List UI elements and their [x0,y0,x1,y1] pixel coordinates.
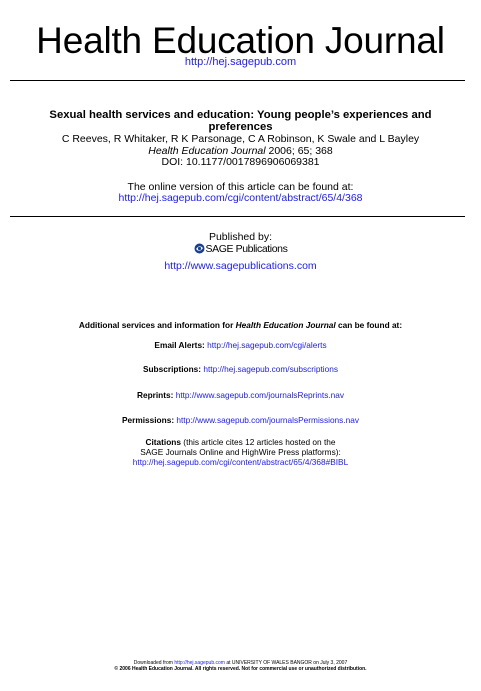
permissions-row: Permissions: http://www.sagepub.com/jour… [0,415,481,425]
subscriptions-link[interactable]: http://hej.sagepub.com/subscriptions [203,364,339,374]
citations-link[interactable]: http://hej.sagepub.com/cgi/content/abstr… [132,457,349,467]
download-source-link[interactable]: http://hej.sagepub.com [174,660,225,666]
citations-label: Citations [145,437,182,447]
email-alerts-link[interactable]: http://hej.sagepub.com/cgi/alerts [207,340,327,350]
publisher-name-row: SAGE Publications [0,243,481,255]
article-doi: DOI: 10.1177/0017896906069381 [161,156,320,168]
citations-text-line2: SAGE Journals Online and HighWire Press … [140,447,341,457]
article-title-line1: Sexual health services and education: Yo… [49,109,432,121]
services-heading-prefix: Additional services and information for [78,320,236,330]
online-version-label: The online version of this article can b… [127,181,354,193]
permissions-link[interactable]: http://www.sagepub.com/journalsPermissio… [176,415,360,425]
download-notice: Downloaded from http://hej.sagepub.com a… [0,660,481,666]
reprints-row: Reprints: http://www.sagepub.com/journal… [0,390,481,400]
publisher-link[interactable]: http://www.sagepublications.com [164,260,317,272]
citations-text-line1: (this article cites 12 articles hosted o… [181,437,336,447]
services-heading-suffix: can be found at: [335,320,403,330]
download-suffix: at UNIVERSITY OF WALES BANGOR on July 3,… [224,660,348,666]
sage-logo-icon [194,243,206,255]
published-by-label: Published by: [208,231,273,243]
permissions-label: Permissions: [121,415,175,425]
email-alerts-label: Email Alerts: [154,340,205,350]
journal-url-link[interactable]: http://hej.sagepub.com [184,56,297,68]
publisher-name: SAGE Publications [205,243,288,255]
copyright-notice: © 2006 Health Education Journal. All rig… [114,666,367,672]
citation-journal: Health Education Journal [148,145,266,157]
additional-services-heading: Additional services and information for … [0,320,481,330]
article-citation: Health Education Journal 2006; 65; 368 [0,145,481,157]
services-heading-journal: Health Education Journal [235,320,336,330]
top-divider [10,80,465,81]
reprints-label: Reprints: [136,390,174,400]
email-alerts-row: Email Alerts: http://hej.sagepub.com/cgi… [0,340,481,350]
article-title-line2: preferences [208,121,273,133]
middle-divider [10,216,465,217]
journal-title: Health Education Journal [36,20,445,61]
article-authors: C Reeves, R Whitaker, R K Parsonage, C A… [61,133,420,145]
online-version-link[interactable]: http://hej.sagepub.com/cgi/content/abstr… [118,192,363,204]
reprints-link[interactable]: http://www.sagepub.com/journalsReprints.… [175,390,345,400]
citations-row: Citations (this article cites 12 article… [0,437,481,447]
download-prefix: Downloaded from [133,660,175,666]
subscriptions-row: Subscriptions: http://hej.sagepub.com/su… [0,364,481,374]
citation-volume: 2006; 65; 368 [265,145,333,157]
subscriptions-label: Subscriptions: [142,364,202,374]
